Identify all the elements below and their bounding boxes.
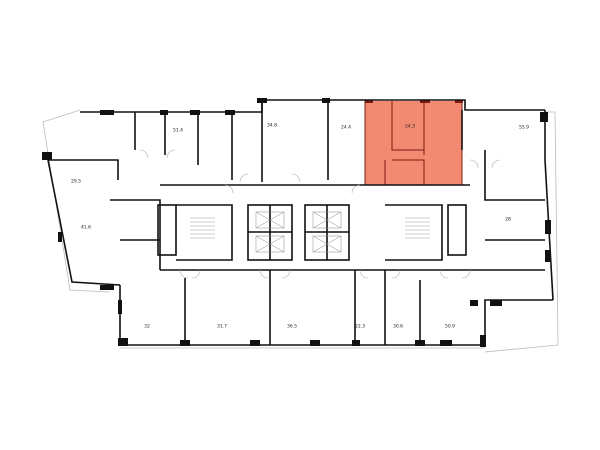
- selected-unit-area-label[interactable]: 54.3: [404, 124, 416, 130]
- unit-area-label[interactable]: 28: [505, 217, 511, 223]
- unit-area-label[interactable]: 30.6: [392, 324, 404, 330]
- elevators: [255, 211, 342, 253]
- unit-area-label[interactable]: 51.4: [172, 128, 184, 134]
- selected-unit-wall-blocks: [365, 100, 463, 103]
- selected-unit-fill[interactable]: [365, 101, 462, 185]
- door-swings: [139, 149, 501, 279]
- unit-area-label[interactable]: 36.5: [286, 324, 298, 330]
- unit-area-label[interactable]: 29.5: [70, 179, 82, 185]
- unit-area-label[interactable]: 41.6: [80, 225, 92, 231]
- unit-area-label[interactable]: 24.4: [340, 125, 352, 131]
- walls: [47, 99, 554, 346]
- wall-blocks: [42, 98, 551, 347]
- unit-area-label[interactable]: 32: [144, 324, 150, 330]
- core: [157, 204, 467, 261]
- unit-area-label[interactable]: 31.7: [216, 324, 228, 330]
- unit-area-label[interactable]: 55.9: [518, 125, 530, 131]
- stairs: [190, 217, 430, 239]
- unit-area-label[interactable]: 50.9: [444, 324, 456, 330]
- unit-area-label[interactable]: 34.8: [266, 123, 278, 129]
- unit-area-label[interactable]: 22.3: [354, 324, 366, 330]
